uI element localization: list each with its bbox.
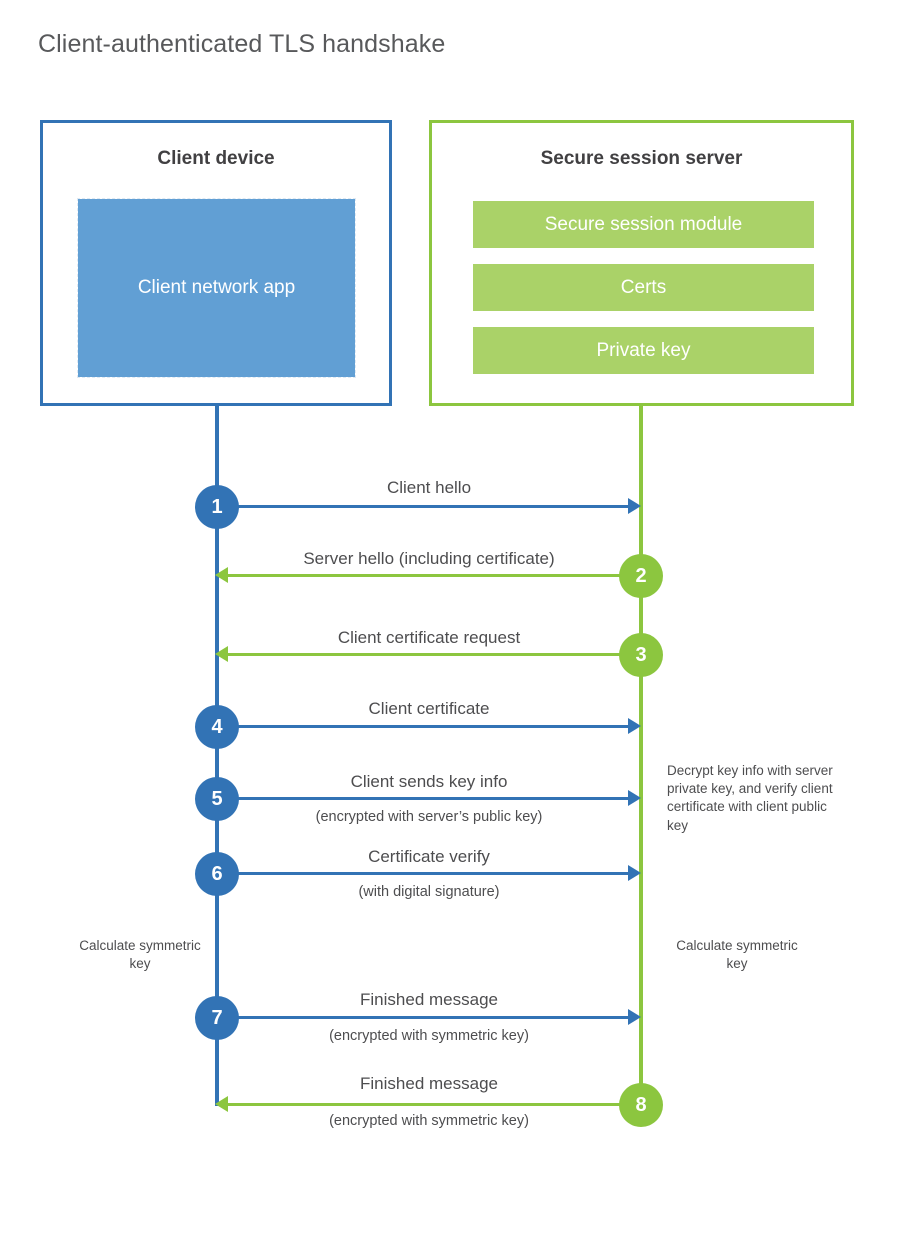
step-5-label: Client sends key info <box>350 772 508 791</box>
client-device-box: Client device Client network app <box>40 120 392 406</box>
step-7-number-badge: 7 <box>195 996 239 1040</box>
step-1-number-badge: 1 <box>195 485 239 529</box>
server-decrypt-note: Decrypt key info with server private key… <box>667 763 833 833</box>
client-device-title: Client device <box>157 148 275 169</box>
step-6-label: Certificate verify <box>368 847 490 866</box>
step-8-sublabel: (encrypted with symmetric key) <box>329 1113 529 1129</box>
step-7-arrow-line <box>217 1016 630 1019</box>
step-5-sublabel: (encrypted with server’s public key) <box>315 809 543 825</box>
step-6-sublabel: (with digital signature) <box>358 884 500 900</box>
step-2-arrow-line <box>228 574 641 577</box>
step-3-label: Client certificate request <box>337 628 521 647</box>
client-network-app-block: Client network app <box>77 198 356 378</box>
step-4-arrow-head-right-icon <box>628 718 641 734</box>
step-4-arrow-line <box>217 725 630 728</box>
step-7-sublabel: (encrypted with symmetric key) <box>329 1028 529 1044</box>
step-5-number-badge: 5 <box>195 777 239 821</box>
step-2-arrow-head-left-icon <box>215 567 228 583</box>
server-component-secure-session-module: Secure session module <box>473 201 814 248</box>
step-1-arrow-head-right-icon <box>628 498 641 514</box>
step-5-arrow-head-right-icon <box>628 790 641 806</box>
step-6-number-badge: 6 <box>195 852 239 896</box>
server-calculate-symmetric-key-note: Calculate symmetric key <box>676 938 798 972</box>
step-7-arrow-head-right-icon <box>628 1009 641 1025</box>
step-6-arrow-head-right-icon <box>628 865 641 881</box>
step-2-number-badge: 2 <box>619 554 663 598</box>
step-8-arrow-line <box>228 1103 641 1106</box>
step-4-number-badge: 4 <box>195 705 239 749</box>
server-lifeline <box>639 406 643 1106</box>
step-8-label: Finished message <box>360 1074 498 1093</box>
secure-session-server-box: Secure session server Secure session mod… <box>429 120 854 406</box>
step-7-label: Finished message <box>360 990 498 1009</box>
step-1-arrow-line <box>217 505 630 508</box>
step-2-label: Server hello (including certificate) <box>303 549 555 568</box>
step-4-label: Client certificate <box>368 699 490 718</box>
server-component-certs: Certs <box>473 264 814 311</box>
client-lifeline <box>215 406 219 1106</box>
step-6-arrow-line <box>217 872 630 875</box>
step-3-arrow-head-left-icon <box>215 646 228 662</box>
secure-session-server-title: Secure session server <box>540 148 743 169</box>
step-5-arrow-line <box>217 797 630 800</box>
page-title: Client-authenticated TLS handshake <box>38 30 446 58</box>
server-component-private-key: Private key <box>473 327 814 374</box>
step-8-number-badge: 8 <box>619 1083 663 1127</box>
step-3-number-badge: 3 <box>619 633 663 677</box>
step-8-arrow-head-left-icon <box>215 1096 228 1112</box>
client-calculate-symmetric-key-note: Calculate symmetric key <box>79 938 201 972</box>
step-3-arrow-line <box>228 653 641 656</box>
step-1-label: Client hello <box>386 478 472 497</box>
